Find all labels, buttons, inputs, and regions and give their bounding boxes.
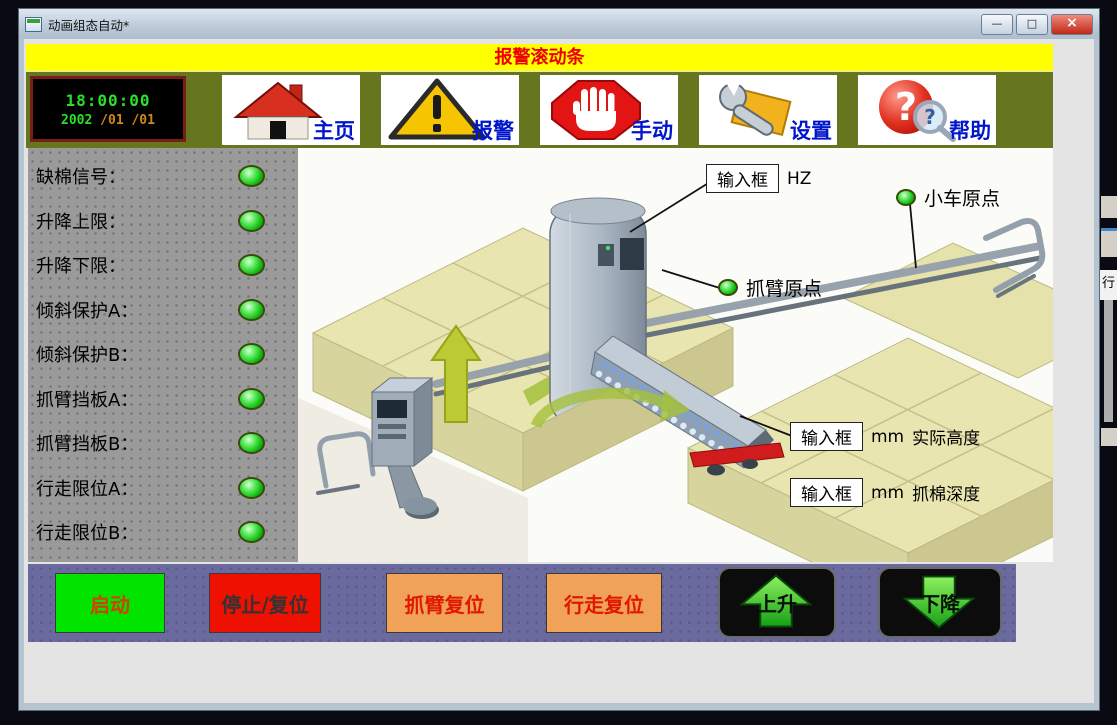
cart-origin-label: 小车原点: [924, 188, 1001, 210]
nav-alarm-label: 报警: [472, 119, 514, 143]
led-indicator: [238, 476, 265, 499]
status-label: 倾斜保护B：: [36, 345, 139, 367]
stop-reset-button[interactable]: 停止/复位: [209, 573, 321, 633]
clock-date-md: /01 /01: [100, 112, 155, 128]
led-indicator: [238, 254, 265, 277]
clock-date-year: 2002: [61, 112, 93, 128]
svg-text:?: ?: [895, 85, 917, 129]
led-indicator: [238, 298, 265, 321]
frequency-input[interactable]: 输入框: [706, 164, 779, 193]
nav-settings-label: 设置: [790, 119, 832, 143]
cart-origin-indicator: 小车原点: [896, 184, 1000, 211]
status-label: 升降下限：: [36, 256, 126, 278]
background-window-fragment: [1101, 428, 1117, 446]
clock-time: 18:00:00: [65, 90, 151, 110]
arm-origin-led: [718, 279, 738, 296]
clock-date: 2002 /01 /01: [61, 113, 155, 128]
arm-origin-label: 抓臂原点: [746, 278, 823, 300]
window-controls: — □ ×: [981, 13, 1093, 35]
status-label: 抓臂挡板B：: [36, 434, 139, 456]
down-button[interactable]: 下降: [878, 567, 1002, 638]
app-window: 动画组态自动* — □ × 报警滚动条 18:00:00 2002 /01 /0…: [18, 8, 1100, 711]
help-question-icon: ? ?: [879, 80, 956, 142]
frequency-callout: 输入框 HZ: [706, 164, 811, 193]
nav-alarm[interactable]: 报警: [381, 75, 519, 145]
machine-illustration: [298, 181, 1053, 562]
window-titlebar[interactable]: 动画组态自动* — □ ×: [19, 9, 1099, 39]
actual-height-label: 实际高度: [912, 429, 981, 449]
actual-height-input[interactable]: 输入框: [790, 422, 863, 451]
client-area: 报警滚动条 18:00:00 2002 /01 /01: [24, 39, 1094, 703]
nav-settings[interactable]: 设置: [699, 75, 837, 145]
machine-view: 输入框 HZ 小车原点 抓臂原点 输入框 mm 实际高度: [298, 148, 1053, 562]
background-window-fragment: [1101, 228, 1117, 257]
status-label: 升降上限：: [36, 211, 126, 233]
status-label: 缺棉信号：: [36, 167, 126, 189]
status-row: 抓臂挡板A：: [28, 377, 298, 422]
led-indicator: [238, 165, 265, 188]
nav-manual-label: 手动: [631, 119, 673, 143]
led-indicator: [238, 387, 265, 410]
grab-depth-input[interactable]: 输入框: [790, 478, 863, 507]
status-sidebar: 缺棉信号： 升降上限： 升降下限： 倾斜保护A：: [28, 148, 298, 562]
minimize-button[interactable]: —: [981, 13, 1013, 35]
toolbar: 18:00:00 2002 /01 /01 主页: [26, 72, 1053, 148]
status-label: 倾斜保护A：: [36, 300, 139, 322]
arm-origin-indicator: 抓臂原点: [718, 274, 822, 301]
settings-wrench-icon: [719, 81, 792, 136]
status-label: 抓臂挡板A：: [36, 389, 139, 411]
grab-depth-unit: mm: [871, 482, 905, 503]
arm-reset-button[interactable]: 抓臂复位: [386, 573, 503, 633]
frequency-unit: HZ: [787, 168, 812, 189]
led-indicator: [238, 432, 265, 455]
cart-origin-led: [896, 189, 916, 206]
nav-home-label: 主页: [313, 119, 355, 143]
led-indicator: [238, 209, 265, 232]
grab-depth-callout: 输入框 mm 抓棉深度: [790, 478, 980, 507]
status-row: 缺棉信号：: [28, 154, 298, 199]
status-row: 升降下限：: [28, 243, 298, 288]
control-bar: 启动 停止/复位 抓臂复位 行走复位 上升: [28, 564, 1016, 642]
maximize-button[interactable]: □: [1016, 13, 1048, 35]
status-row: 倾斜保护A：: [28, 288, 298, 333]
content-row: 缺棉信号： 升降上限： 升降下限： 倾斜保护A：: [28, 148, 1053, 562]
travel-reset-button[interactable]: 行走复位: [546, 573, 662, 633]
led-indicator: [238, 521, 265, 544]
nav-bar: 主页 报警: [222, 75, 996, 145]
up-button[interactable]: 上升: [718, 567, 836, 638]
status-row: 行走限位A：: [28, 466, 298, 511]
window-title: 动画组态自动*: [48, 17, 130, 33]
manual-stop-hand-icon: [551, 80, 641, 140]
status-row: 抓臂挡板B：: [28, 421, 298, 466]
background-window-fragment: [1101, 196, 1117, 218]
home-icon: [233, 81, 323, 140]
status-row: 倾斜保护B：: [28, 332, 298, 377]
alarm-warning-icon: [388, 78, 486, 140]
clock-display: 18:00:00 2002 /01 /01: [30, 76, 186, 142]
nav-home[interactable]: 主页: [222, 75, 360, 145]
status-row: 行走限位B：: [28, 510, 298, 555]
background-window-fragment-text: 行: [1100, 270, 1117, 300]
start-button[interactable]: 启动: [55, 573, 165, 633]
nav-help-label: 帮助: [949, 119, 991, 143]
background-window-fragment: [1104, 300, 1113, 422]
status-label: 行走限位A：: [36, 478, 139, 500]
alarm-marquee: 报警滚动条: [26, 44, 1053, 71]
actual-height-unit: mm: [871, 426, 905, 447]
status-label: 行走限位B：: [36, 523, 139, 545]
svg-text:?: ?: [924, 105, 936, 129]
window-icon: [25, 16, 42, 32]
down-arrow-icon: [902, 575, 976, 629]
nav-manual[interactable]: 手动: [540, 75, 678, 145]
up-button-label: 上升: [757, 593, 797, 616]
actual-height-callout: 输入框 mm 实际高度: [790, 422, 980, 451]
led-indicator: [238, 343, 265, 366]
close-button[interactable]: ×: [1051, 13, 1093, 35]
down-button-label: 下降: [920, 593, 960, 616]
nav-help[interactable]: ? ? 帮助: [858, 75, 996, 145]
status-row: 升降上限：: [28, 199, 298, 244]
grab-depth-label: 抓棉深度: [912, 485, 981, 505]
up-arrow-icon: [739, 574, 813, 628]
